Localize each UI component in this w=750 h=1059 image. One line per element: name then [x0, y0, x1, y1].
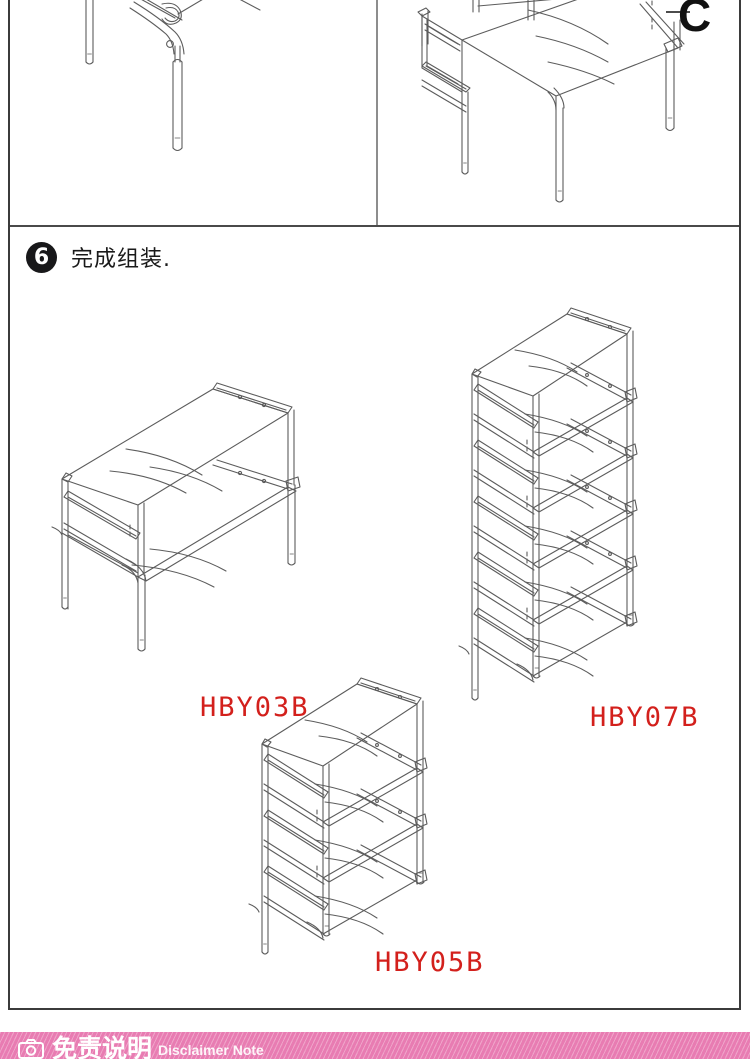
rack-drawing-hby03b: [51, 382, 301, 652]
panel-letter-c: C: [678, 0, 712, 41]
partial-rack-drawing-right: [417, 0, 690, 203]
step-number-badge: 6: [26, 241, 57, 273]
model-label-hby03b: HBY03B: [200, 692, 310, 723]
model-label-hby05b: HBY05B: [375, 947, 485, 978]
disclaimer-title-cn: 免责说明: [52, 1034, 153, 1059]
step-panel-left: [10, 0, 378, 225]
rack-drawing-hby05b: [248, 677, 428, 955]
camera-icon: [18, 1039, 44, 1059]
disclaimer-content: 免责说明 Disclaimer Note: [18, 1032, 264, 1059]
step-header: 6 完成组装.: [10, 227, 739, 287]
figure-hby05b: HBY05B: [245, 672, 483, 978]
step-instruction-text: 完成组装.: [71, 247, 171, 272]
disclaimer-banner: 免责说明 Disclaimer Note: [0, 1032, 750, 1059]
instruction-sheet-frame: C 6 完成组装.: [8, 0, 741, 1010]
figure-hby07b: HBY07B: [455, 302, 698, 733]
top-step-panels-row: C: [10, 0, 739, 227]
partial-rack-drawing-left: [85, 0, 261, 152]
step-panel-right: C: [378, 0, 739, 225]
model-label-hby07b: HBY07B: [590, 702, 700, 733]
figure-hby03b: HBY03B: [50, 377, 320, 723]
finished-products-figures: HBY03B: [10, 287, 739, 1008]
disclaimer-title-en: Disclaimer Note: [158, 1042, 264, 1058]
rack-drawing-hby07b: [458, 307, 638, 701]
